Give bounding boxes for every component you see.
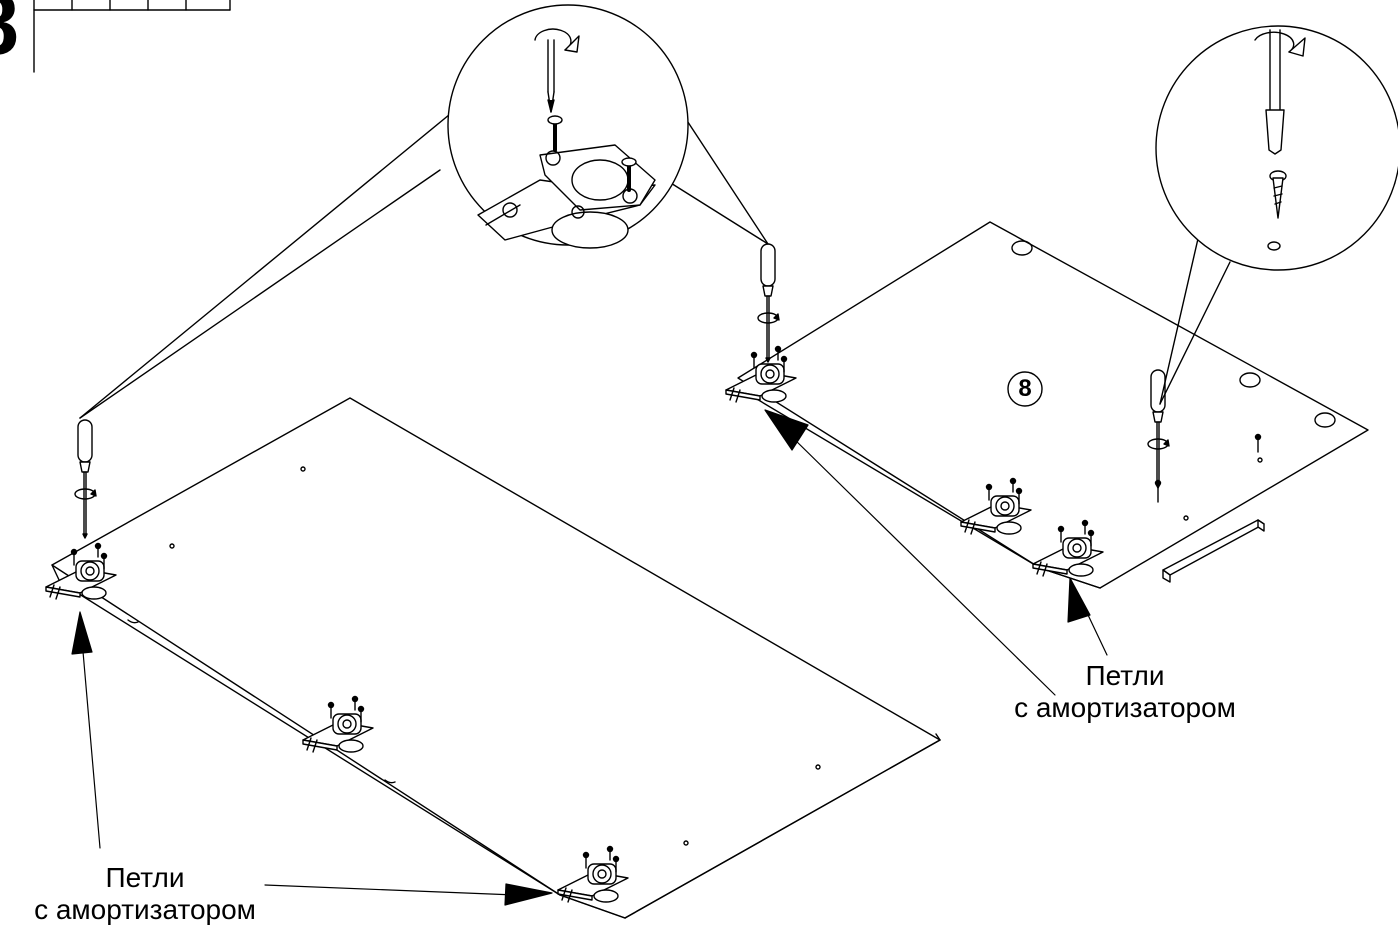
part-number-label: 8 [1018,375,1032,402]
step-header [33,0,231,73]
detail-callout-hinge [79,4,769,419]
screwdriver-icon [74,419,97,539]
hinges-right-line1: Петли [1085,660,1165,691]
detail-screwdriver-phillips [534,28,637,192]
left-door-panel [51,397,941,919]
rotation-arrow-icon [1254,31,1295,53]
hinges-left-line2: с амортизатором [34,894,256,925]
door-handle [1162,519,1265,583]
hinges-left-line1: Петли [105,862,185,893]
right-door-panel [737,221,1369,589]
hinges-right-label: Петли с амортизатором [990,660,1260,724]
hinges-left-label: Петли с амортизатором [10,862,280,926]
part-number-badge [1007,371,1043,407]
screwdriver-icon [757,243,780,363]
step-number: 8 [0,0,19,68]
label-arrows [71,409,1108,906]
detail-callout-handle-screw [1155,25,1398,405]
hinges-right-line2: с амортизатором [1014,692,1236,723]
